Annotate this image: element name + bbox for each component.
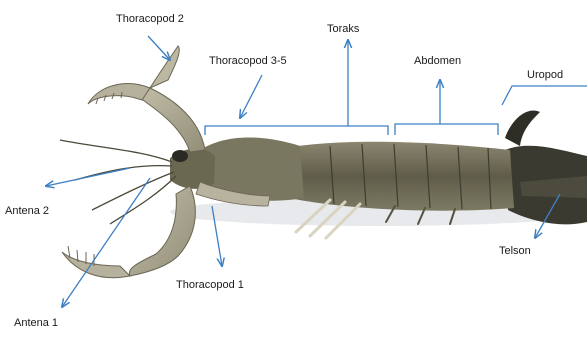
shrimp-illustration (60, 46, 587, 278)
thoracopod-1-claw (129, 186, 195, 276)
thoracopod-1-dactyl (62, 252, 130, 278)
antennae (60, 140, 176, 224)
uropod-spine (505, 110, 540, 146)
thoracopod-2-claw (137, 87, 205, 152)
label-toraks: Toraks (327, 24, 359, 35)
bracket-abdomen (395, 124, 498, 135)
label-antena-1: Antena 1 (14, 318, 58, 329)
bracket-uropod (502, 86, 587, 105)
eye (172, 150, 188, 162)
label-thoracopod-2: Thoracopod 2 (116, 14, 184, 25)
arrow-antena-1 (62, 178, 150, 307)
thoracopod-2-merus (150, 46, 179, 88)
arrow-antena-2 (46, 168, 130, 186)
label-uropod: Uropod (527, 70, 563, 81)
label-abdomen: Abdomen (414, 56, 461, 67)
label-antena-2: Antena 2 (5, 206, 49, 217)
label-telson: Telson (499, 246, 531, 257)
bracket-toraks (205, 126, 388, 135)
arrow-thoracopod-3-5 (240, 75, 262, 118)
label-thoracopod-1: Thoracopod 1 (176, 280, 244, 291)
label-thoracopod-3-5: Thoracopod 3-5 (209, 56, 287, 67)
arrow-thoracopod-2 (148, 36, 170, 60)
